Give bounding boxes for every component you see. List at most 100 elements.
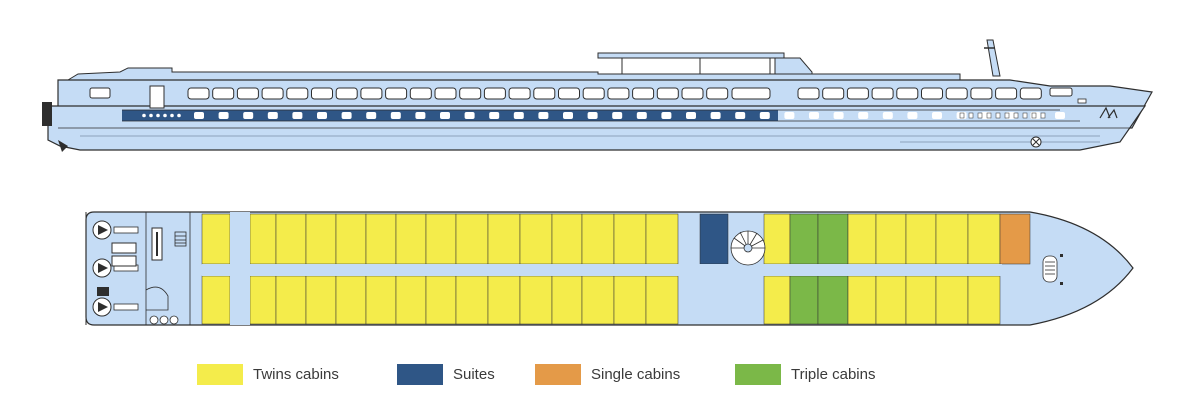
window [858,112,869,119]
window [945,87,968,100]
twins-cabin [425,275,457,325]
window [995,112,1001,119]
window [390,112,401,119]
upper-deck [66,67,961,81]
twins-cabin [519,213,553,265]
twins-cabin [425,213,457,265]
window [896,87,919,100]
twins-swatch [197,364,243,385]
window [607,87,630,100]
porthole [156,113,160,118]
window [1022,112,1028,119]
twins-cabin [905,213,937,265]
window [959,112,965,119]
window [261,87,284,100]
window [212,87,235,100]
window [977,112,983,119]
window [236,87,259,100]
rudder-icon [58,140,68,152]
window [366,112,377,119]
window [440,112,450,119]
twins-cabin [305,275,337,325]
triple-cabin [789,213,819,265]
window [1019,87,1042,100]
twins-cabin [581,275,615,325]
deck-plan [85,211,1134,326]
porthole [170,113,174,118]
window [538,112,549,119]
twins-cabin [201,275,231,325]
window [434,87,457,100]
window [735,112,746,119]
sun-deck-canopy [597,52,785,59]
tank-icon [159,315,169,325]
ship-side-view [42,39,1153,152]
bow-staircase-icon [1042,254,1063,285]
twins-cabin [455,213,489,265]
window [759,112,770,119]
triple-cabin [789,275,819,325]
window [582,87,605,100]
window [833,112,844,119]
triple-cabin [817,275,849,325]
engine-room [92,220,139,317]
twins-cabin [335,275,367,325]
twins-cabin [935,275,969,325]
twins-cabin [395,275,427,325]
twins-cabin [613,213,647,265]
twins-cabin [935,213,969,265]
window [508,87,531,100]
window [986,112,992,119]
window [459,87,482,100]
twins-cabin [365,213,397,265]
twins-cabin [847,275,877,325]
suite-cabin [699,213,729,265]
window [558,87,580,100]
twins-cabin [967,275,1001,325]
window [267,112,278,119]
twins-cabin [201,213,231,265]
twins-cabin [645,275,679,325]
twins-cabin [249,213,277,265]
porthole [142,113,146,118]
stripe-windows [142,112,1065,119]
window [513,112,524,119]
twins-cabin [487,213,521,265]
window [587,112,598,119]
window [292,112,303,119]
twins-cabin [581,213,615,265]
twins-cabin [905,275,937,325]
tank-icon [169,315,179,325]
window [1004,112,1010,119]
tank-icon [149,315,159,325]
mast [986,39,1001,77]
window [809,112,819,119]
window [533,87,556,100]
window [1055,112,1065,119]
window [846,87,869,100]
stern-block [42,102,52,126]
window [218,112,229,119]
twins-cabin [335,213,367,265]
window [706,87,729,100]
bridge-window [89,87,111,99]
window [797,87,820,100]
single-cabin [999,213,1031,265]
window [656,87,679,100]
window [341,112,352,119]
window [360,87,383,100]
spiral-staircase-icon [730,230,766,266]
window [907,112,918,119]
window [1049,87,1073,97]
window [970,87,993,100]
legend: Twins cabins Suites Single cabins Triple… [197,364,957,386]
twins-cabin [395,213,427,265]
window [187,87,210,100]
legend-label-triple: Triple cabins [791,366,876,383]
twins-cabin [645,213,679,265]
service-room [111,255,137,267]
window [731,87,771,100]
window [286,87,309,100]
twins-cabin [875,213,907,265]
twins-cabin [455,275,489,325]
